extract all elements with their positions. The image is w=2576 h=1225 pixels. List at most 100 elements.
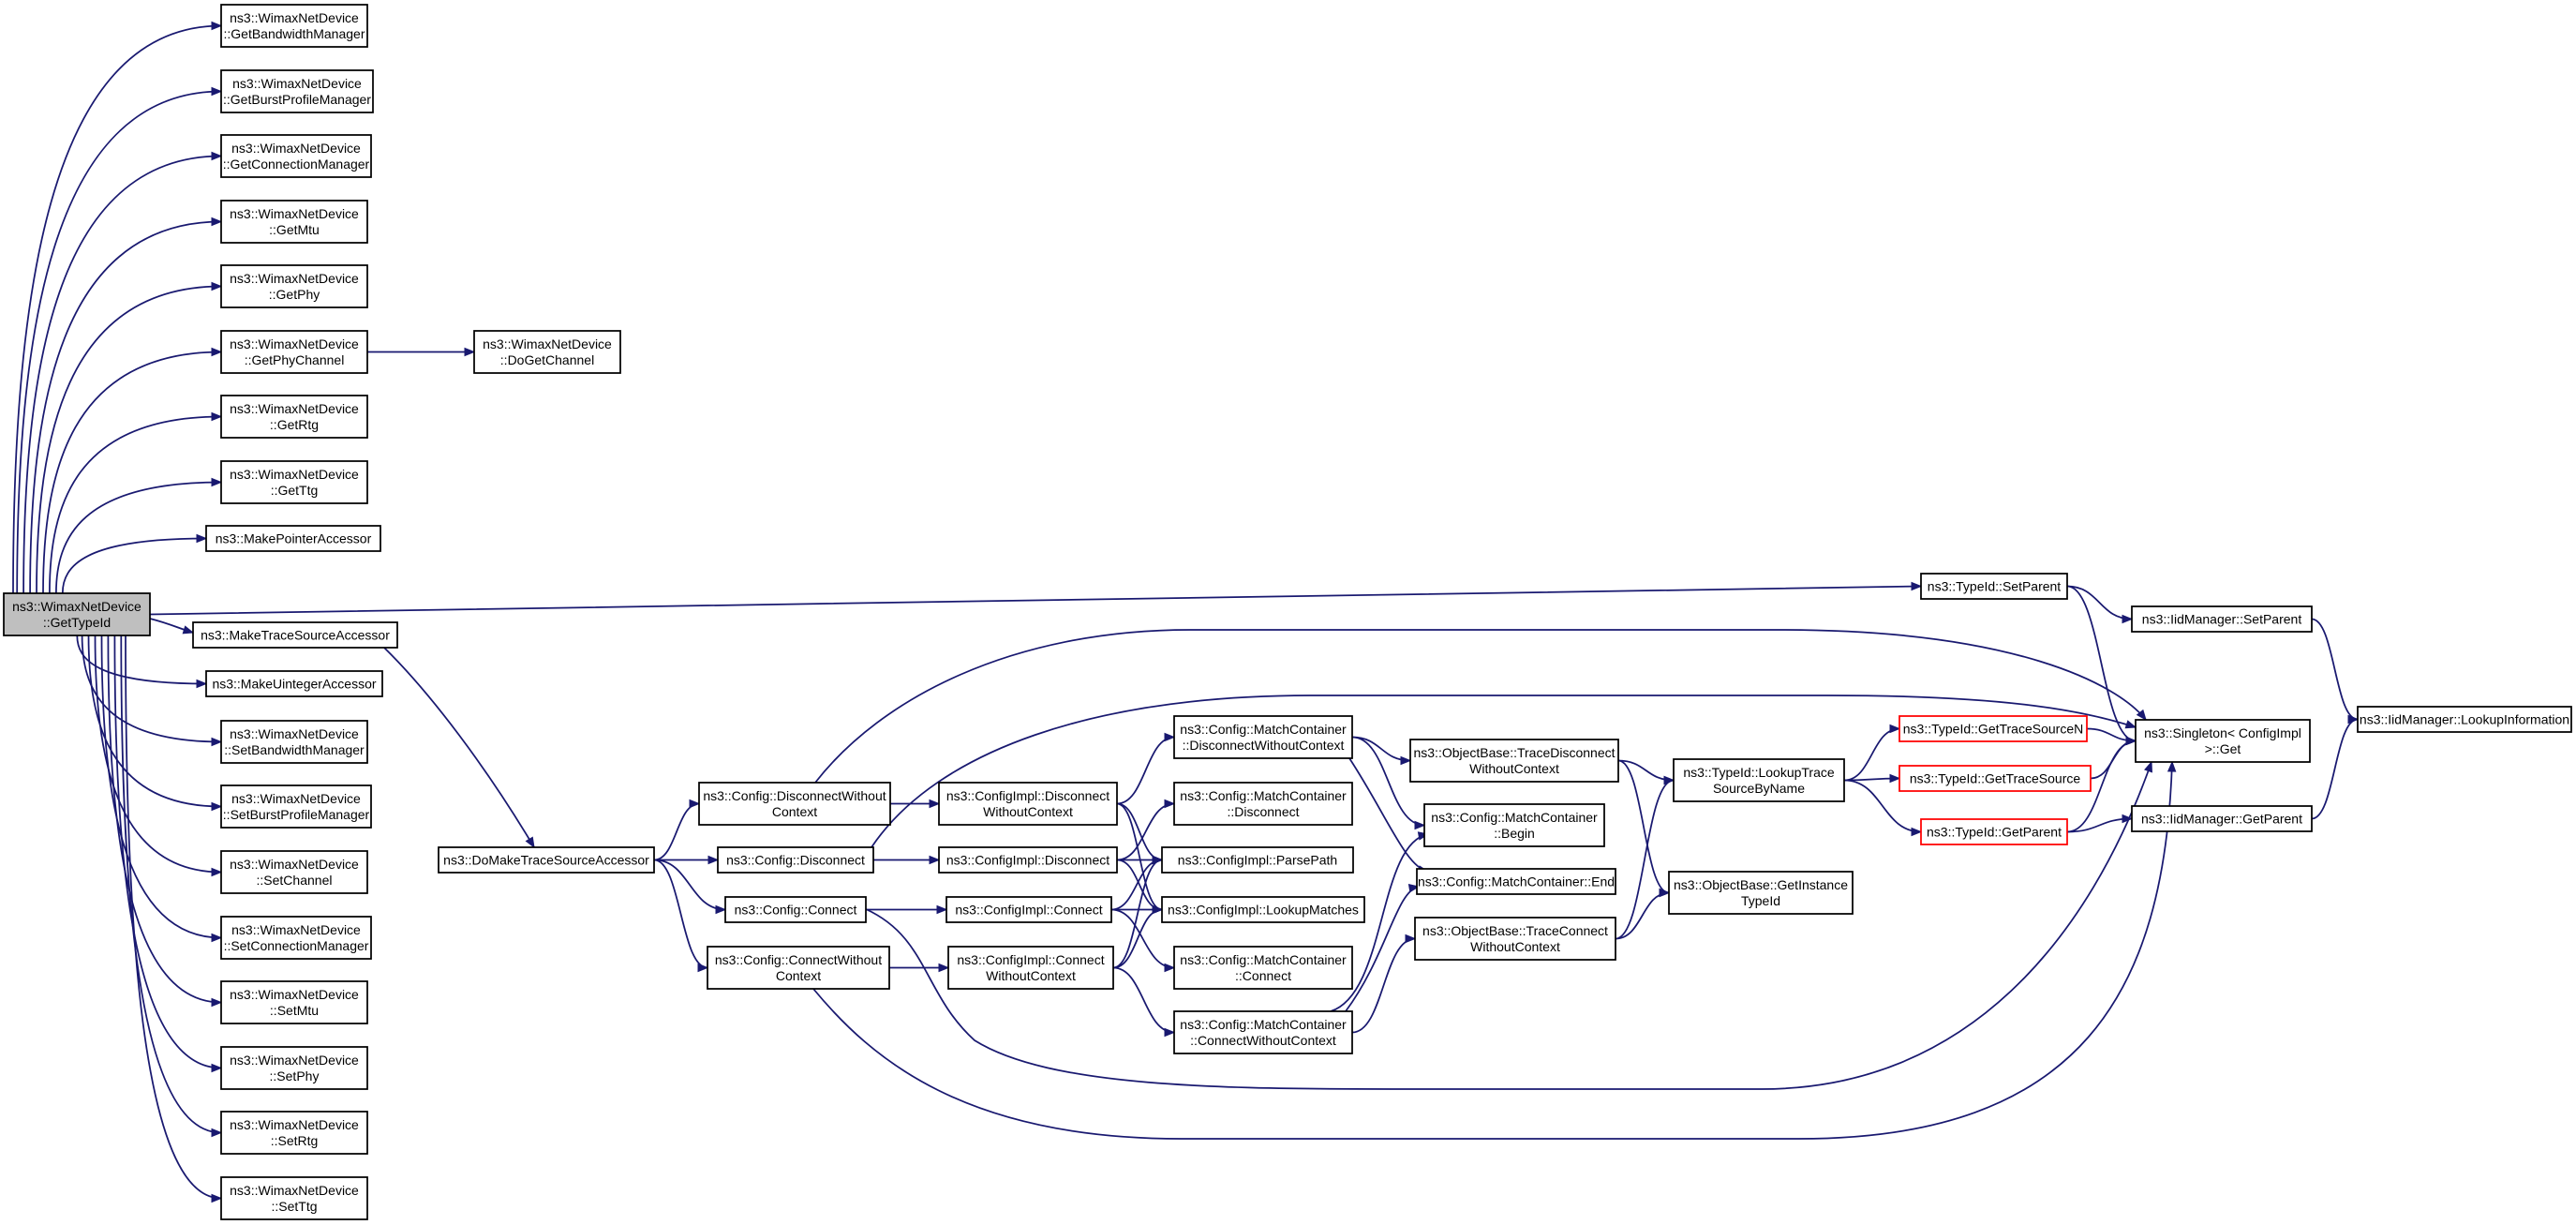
node-mc-disconnect[interactable]: ns3::Config::MatchContainer::Disconnect: [1173, 782, 1353, 826]
node-get-connection-manager[interactable]: ns3::WimaxNetDevice::GetConnectionManage…: [220, 134, 372, 178]
node-impl-connect-without-context[interactable]: ns3::ConfigImpl::ConnectWithoutContext: [947, 946, 1114, 990]
node-do-make-trace-source-accessor[interactable]: ns3::DoMakeTraceSourceAccessor: [438, 846, 655, 874]
node-make-uinteger-accessor[interactable]: ns3::MakeUintegerAccessor: [205, 670, 383, 697]
node-iid-get-parent[interactable]: ns3::IidManager::GetParent: [2131, 805, 2313, 832]
node-type-id-get-parent[interactable]: ns3::TypeId::GetParent: [1920, 818, 2068, 845]
node-box: [220, 395, 368, 439]
node-set-channel[interactable]: ns3::WimaxNetDevice::SetChannel: [220, 850, 368, 894]
node-set-mtu[interactable]: ns3::WimaxNetDevice::SetMtu: [220, 980, 368, 1024]
node-set-connection-manager[interactable]: ns3::WimaxNetDevice::SetConnectionManage…: [220, 916, 372, 960]
node-type-id-set-parent[interactable]: ns3::TypeId::SetParent: [1920, 573, 2068, 600]
node-set-rtg[interactable]: ns3::WimaxNetDevice::SetRtg: [220, 1111, 368, 1155]
node-label: ::GetMtu: [269, 222, 320, 237]
node-label: ns3::WimaxNetDevice: [230, 467, 359, 482]
node-label: SourceByName: [1713, 781, 1805, 796]
edge-root-to-set-channel: [94, 635, 222, 874]
node-config-disconnect-without-context[interactable]: ns3::Config::DisconnectWithoutContext: [698, 782, 891, 826]
node-ob-trace-disconnect[interactable]: ns3::ObjectBase::TraceDisconnectWithoutC…: [1409, 739, 1619, 783]
node-mc-end[interactable]: ns3::Config::MatchContainer::End: [1416, 868, 1616, 895]
node-make-trace-source-accessor[interactable]: ns3::MakeTraceSourceAccessor: [192, 621, 398, 649]
node-iid-lookup-information[interactable]: ns3::IidManager::LookupInformation: [2357, 706, 2572, 733]
node-get-phy-channel[interactable]: ns3::WimaxNetDevice::GetPhyChannel: [220, 330, 368, 374]
node-box: [220, 850, 368, 894]
node-label: ::Connect: [1235, 968, 1291, 983]
edge-root-to-get-ttg: [55, 481, 222, 594]
edge-root-to-set-phy: [113, 635, 222, 1069]
node-box: [724, 896, 867, 923]
edge-root-to-get-rtg: [49, 415, 222, 594]
node-set-burst-profile-manager[interactable]: ns3::WimaxNetDevice::SetBurstProfileMana…: [220, 784, 372, 829]
edge-root-to-set-rtg: [120, 635, 222, 1134]
node-box: [473, 330, 621, 374]
node-box: [938, 782, 1118, 826]
node-root[interactable]: ns3::WimaxNetDevice::GetTypeId: [3, 592, 151, 636]
arrowhead: [1152, 855, 1164, 865]
node-label: ns3::DoMakeTraceSourceAccessor: [443, 853, 649, 868]
node-get-burst-profile-manager[interactable]: ns3::WimaxNetDevice::GetBurstProfileMana…: [220, 69, 374, 113]
node-get-bandwidth-manager[interactable]: ns3::WimaxNetDevice::GetBandwidthManager: [220, 4, 368, 48]
node-get-mtu[interactable]: ns3::WimaxNetDevice::GetMtu: [220, 200, 368, 244]
node-label: ns3::WimaxNetDevice: [231, 791, 361, 806]
node-label: >::Get: [2205, 741, 2241, 756]
edge-impl-connect-without-context-to-impl-parse-path: [1112, 859, 1163, 969]
node-mc-begin[interactable]: ns3::Config::MatchContainer::Begin: [1423, 803, 1605, 847]
arrowhead: [211, 801, 223, 812]
arrowhead: [1405, 934, 1417, 944]
node-ob-trace-connect[interactable]: ns3::ObjectBase::TraceConnectWithoutCont…: [1414, 917, 1616, 961]
node-iid-set-parent[interactable]: ns3::IidManager::SetParent: [2131, 605, 2313, 633]
node-config-connect-without-context[interactable]: ns3::Config::ConnectWithoutContext: [707, 946, 890, 990]
edge-impl-disconnect-without-context-to-mc-disconnect-without-context: [1116, 736, 1175, 805]
node-mc-connect-without-context[interactable]: ns3::Config::MatchContainer::ConnectWith…: [1173, 1010, 1353, 1054]
node-set-phy[interactable]: ns3::WimaxNetDevice::SetPhy: [220, 1046, 368, 1090]
node-impl-disconnect-without-context[interactable]: ns3::ConfigImpl::DisconnectWithoutContex…: [938, 782, 1118, 826]
node-impl-lookup-matches[interactable]: ns3::ConfigImpl::LookupMatches: [1161, 896, 1365, 923]
edge-type-id-set-parent-to-singleton-get: [2066, 585, 2137, 742]
edge-root-to-get-connection-manager: [22, 155, 222, 594]
node-box: [220, 980, 368, 1024]
node-get-trace-source-n[interactable]: ns3::TypeId::GetTraceSourceN: [1898, 715, 2088, 742]
node-label: ::GetRtg: [270, 417, 319, 432]
node-impl-parse-path[interactable]: ns3::ConfigImpl::ParsePath: [1161, 846, 1354, 874]
node-label: WithoutContext: [983, 804, 1073, 819]
node-box: [220, 200, 368, 244]
node-box: [205, 525, 381, 552]
node-set-bandwidth-manager[interactable]: ns3::WimaxNetDevice::SetBandwidthManager: [220, 720, 368, 764]
node-do-get-channel[interactable]: ns3::WimaxNetDevice::DoGetChannel: [473, 330, 621, 374]
node-config-connect[interactable]: ns3::Config::Connect: [724, 896, 867, 923]
node-mc-connect[interactable]: ns3::Config::MatchContainer::Connect: [1173, 946, 1353, 990]
edge-root-to-get-mtu: [29, 220, 222, 594]
edge-root-to-get-phy: [36, 285, 222, 594]
node-get-rtg[interactable]: ns3::WimaxNetDevice::GetRtg: [220, 395, 368, 439]
node-label: ns3::WimaxNetDevice: [230, 10, 359, 25]
node-box: [2131, 805, 2313, 832]
node-label: ns3::Config::Connect: [735, 903, 857, 918]
node-make-pointer-accessor[interactable]: ns3::MakePointerAccessor: [205, 525, 381, 552]
node-config-disconnect[interactable]: ns3::Config::Disconnect: [717, 846, 874, 874]
edge-root-to-make-uinteger-accessor: [76, 635, 207, 685]
node-box: [1414, 917, 1616, 961]
edge-lookup-trace-source-to-type-id-get-parent: [1843, 779, 1922, 833]
node-get-trace-source[interactable]: ns3::TypeId::GetTraceSource: [1898, 765, 2092, 792]
node-impl-connect[interactable]: ns3::ConfigImpl::Connect: [946, 896, 1112, 923]
arrowhead: [1400, 755, 1412, 766]
arrowhead: [2124, 720, 2137, 729]
node-singleton-get[interactable]: ns3::Singleton< ConfigImpl >::Get: [2135, 719, 2311, 763]
arrowhead: [525, 836, 535, 849]
node-label: ::DoGetChannel: [500, 352, 594, 367]
node-box: [1898, 765, 2092, 792]
node-box: [1898, 715, 2088, 742]
node-mc-disconnect-without-context[interactable]: ns3::Config::MatchContainer::DisconnectW…: [1173, 715, 1353, 759]
node-get-phy[interactable]: ns3::WimaxNetDevice::GetPhy: [220, 264, 368, 308]
node-label: ns3::Config::Disconnect: [726, 853, 865, 868]
arrowhead: [697, 963, 709, 973]
node-label: ns3::ObjectBase::TraceDisconnect: [1413, 745, 1615, 760]
node-get-ttg[interactable]: ns3::WimaxNetDevice::GetTtg: [220, 460, 368, 504]
node-label: ::SetRtg: [271, 1133, 319, 1148]
node-set-ttg[interactable]: ns3::WimaxNetDevice::SetTtg: [220, 1176, 368, 1220]
node-label: ns3::WimaxNetDevice: [230, 336, 359, 351]
node-impl-disconnect[interactable]: ns3::ConfigImpl::Disconnect: [938, 846, 1118, 874]
node-label: ns3::Config::MatchContainer: [1180, 952, 1347, 967]
arrowhead: [211, 997, 223, 1008]
